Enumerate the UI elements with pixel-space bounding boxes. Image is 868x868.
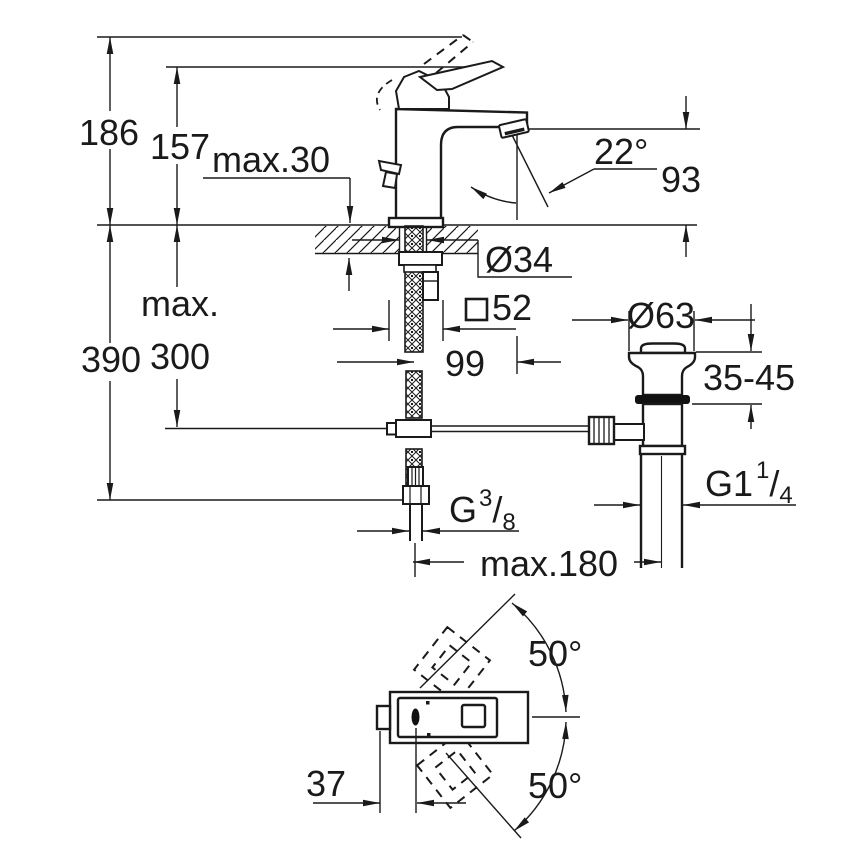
label-riser-max-line2: 300: [150, 336, 210, 377]
swivel-position-up-dashed: [412, 625, 492, 705]
top-view-aerator-square: [460, 703, 487, 729]
label-supply-thread: G3/8: [449, 485, 516, 536]
dimension-labels: 186 157 max.30 22° 93 Ø34 52 99 390 max.…: [79, 112, 795, 806]
top-view-rod-knob: [411, 708, 420, 726]
waste-cap: [639, 342, 687, 355]
waste-joint-ring: [638, 444, 687, 456]
hose-ferrule-ribs: [411, 468, 420, 486]
supply-thread-sub: 8: [502, 509, 515, 536]
label-rod-offset: 37: [306, 763, 346, 804]
swivel-up-inner: [430, 643, 474, 687]
spout-angle-line: [509, 130, 549, 208]
label-height-to-handle: 157: [150, 126, 210, 167]
swivel-limit-line-down: [445, 752, 522, 839]
spout-angle-arc: [470, 186, 517, 204]
swivel-arc-down: [513, 721, 569, 832]
mounting-washer: [403, 264, 437, 273]
popup-pull-rod-knob: [377, 159, 403, 176]
faucet-side-view: [376, 34, 530, 229]
label-body-square: 52: [492, 287, 532, 328]
label-hole-diameter: Ø34: [485, 239, 553, 280]
label-spout-angle: 22°: [594, 131, 648, 172]
waste-flange: [627, 351, 697, 397]
handle-swing-arc-dashed: [376, 79, 393, 111]
swivel-position-down-dashed: [415, 730, 495, 810]
popup-rod-tee-cap: [386, 422, 397, 436]
shank-and-hoses: [386, 225, 590, 541]
waste-knurled-knob: [587, 415, 616, 446]
waste-thread-sub: 4: [779, 482, 792, 509]
supply-nut-ribs: [409, 487, 422, 503]
supply-connection-nut: [402, 485, 430, 505]
waste-seal-ring: [635, 395, 690, 404]
flex-hose-upper: [405, 370, 423, 419]
handle-lever-raised-dashed: [423, 34, 474, 74]
label-hose-reach: max.180: [480, 543, 618, 584]
supply-thread-slash: /: [492, 489, 502, 530]
label-overall-height: 186: [79, 112, 139, 153]
threaded-shank-braid: [404, 225, 424, 353]
popup-pull-rod-stem: [381, 170, 399, 190]
label-depth-below-deck: 390: [81, 339, 141, 380]
deck-cross-section: [315, 225, 478, 255]
supply-thread-sup: 3: [479, 485, 492, 512]
label-swivel-down: 50°: [528, 765, 582, 806]
popup-waste-assembly: [587, 342, 697, 568]
label-flange-diameter: Ø63: [627, 295, 695, 336]
label-swivel-up: 50°: [528, 633, 582, 674]
supply-thread-main: G: [449, 489, 477, 530]
dim-22-leader: [548, 168, 595, 194]
waste-lever-stem: [613, 423, 645, 441]
mounting-nut: [398, 251, 443, 266]
top-view-mark-upper: [426, 701, 430, 705]
dimension-lines-side-view: [106, 37, 690, 500]
faucet-top-view: [313, 593, 580, 839]
top-view-lever-end-tab: [375, 704, 392, 731]
label-riser-max-line1: max.: [141, 283, 219, 324]
dim-d34-leader: [477, 240, 572, 278]
swivel-down-outer: [415, 730, 495, 810]
swivel-arc-up: [511, 602, 569, 713]
popup-rod-tee: [395, 419, 432, 438]
label-spout-height: 93: [661, 159, 701, 200]
waste-thread-sup: 1: [756, 457, 769, 484]
faucet-body-inner-contour: [439, 125, 505, 218]
waste-thread-slash: /: [769, 463, 779, 504]
top-view-mark-lower: [427, 733, 431, 737]
spout-aerator: [498, 118, 530, 139]
aerator-slot: [504, 127, 525, 136]
label-clamping-range: 35-45: [703, 357, 795, 398]
swivel-down-inner: [433, 748, 477, 792]
label-spout-projection: 99: [445, 343, 485, 384]
waste-thread-main: G1: [705, 463, 753, 504]
waste-knob-ribs: [593, 418, 610, 443]
swivel-limit-line-up: [419, 593, 516, 689]
mounting-stud: [422, 271, 439, 301]
handle-lever-closed: [417, 59, 506, 92]
dimension-lines-waste: [357, 304, 796, 577]
waste-body: [641, 402, 684, 448]
label-deck-thickness: max.30: [212, 139, 330, 180]
square-symbol: [464, 297, 489, 322]
swivel-up-outer: [412, 625, 492, 705]
